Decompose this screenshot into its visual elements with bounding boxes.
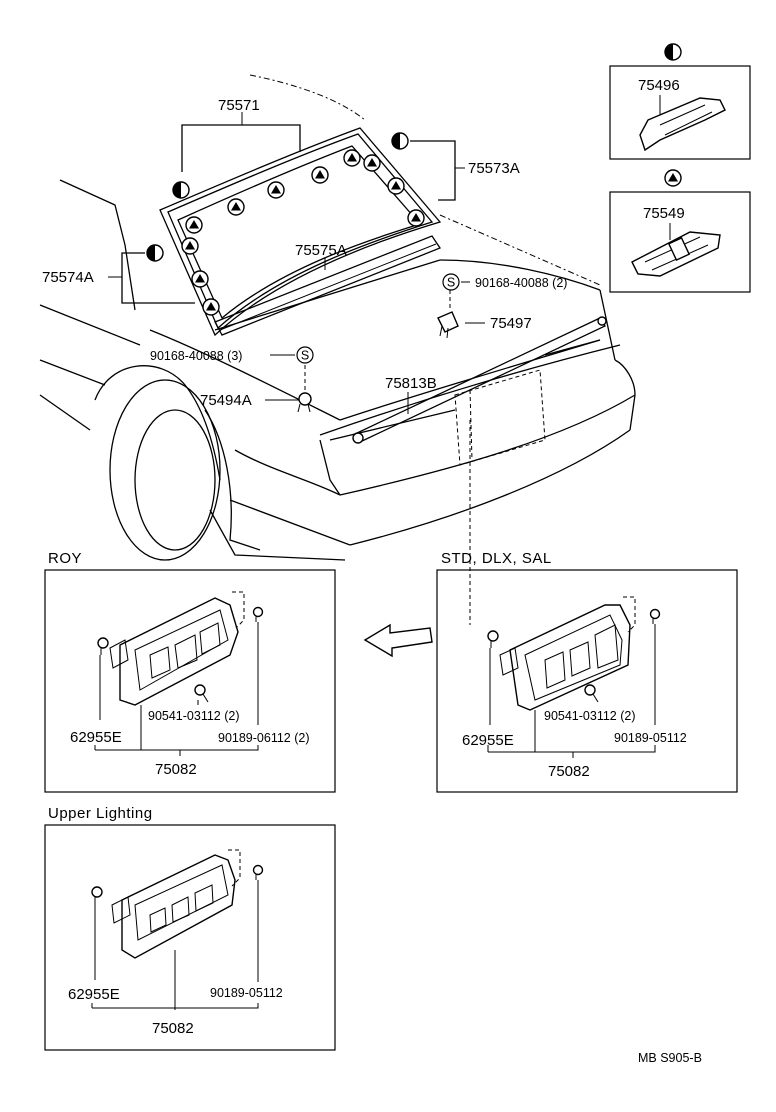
label-std-screw: 90541-03112 (2) [544,709,636,723]
s-symbol-2: S [296,346,314,364]
bracket-75549 [631,231,721,277]
label-upper-nut: 90189-05112 [210,986,283,1000]
label-75575a: 75575A [295,242,347,259]
label-upper-garnish: 75082 [152,1020,194,1037]
garnish-roy [109,591,245,706]
label-75573a: 75573A [468,160,520,177]
label-90168-2: 90168-40088 (2) [475,276,567,290]
box-upper [44,824,336,1051]
label-75813b: 75813B [385,375,437,392]
label-std-clip: 62955E [462,732,514,749]
label-75494a: 75494A [200,392,252,409]
label-std-garnish: 75082 [548,763,590,780]
moulding-75575a [214,235,441,336]
label-roy-garnish: 75082 [155,761,197,778]
clip-75497 [437,311,459,339]
section-title-upper: Upper Lighting [48,805,153,822]
diagram-code: MB S905-B [638,1051,702,1065]
car-rear-body [39,74,636,561]
box-75549 [609,191,751,293]
screw-std [584,684,599,703]
label-roy-clip: 62955E [70,729,122,746]
s-symbol-1: S [442,273,460,291]
screw-roy [194,684,209,703]
section-title-roy: ROY [48,550,82,567]
nut-std [649,608,661,624]
label-roy-screw: 90541-03112 (2) [148,709,240,723]
svg-text:S: S [447,276,455,290]
clip-roy [97,637,109,655]
garnish-std [499,596,636,711]
label-75496: 75496 [638,77,680,94]
label-75574a: 75574A [42,269,94,286]
label-75497: 75497 [490,315,532,332]
moulding-75813b [352,316,607,444]
label-std-nut: 90189-05112 [614,731,687,745]
clip-std [487,630,499,648]
label-75571: 75571 [218,97,260,114]
box-roy [44,569,336,793]
nut-upper [252,864,264,880]
label-75549: 75549 [643,205,685,222]
left-arrow-icon [363,623,433,658]
section-title-std: STD, DLX, SAL [441,550,552,567]
clip-upper [91,886,103,904]
clip-75494a [297,392,312,413]
bracket-75496 [639,97,726,152]
box-75496 [609,65,751,160]
box-std [436,569,738,793]
label-roy-nut: 90189-06112 (2) [218,731,310,745]
label-upper-clip: 62955E [68,986,120,1003]
nut-roy [252,606,264,622]
svg-text:S: S [301,349,309,363]
label-90168-3: 90168-40088 (3) [150,349,242,363]
garnish-upper [111,849,241,959]
